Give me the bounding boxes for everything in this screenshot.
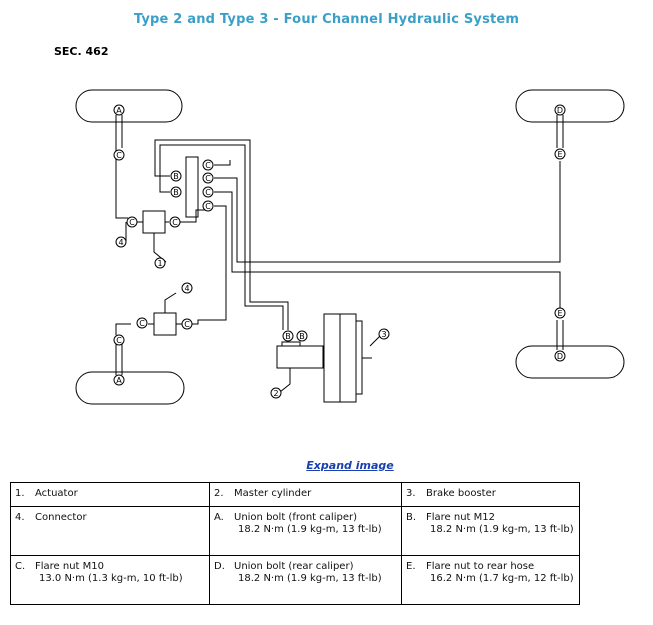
callout-C-actuator-2: C — [202, 172, 214, 184]
svg-text:E: E — [557, 150, 562, 159]
callout-3: 3 — [378, 328, 390, 340]
svg-text:1: 1 — [157, 259, 162, 268]
callout-2: 2 — [270, 387, 282, 399]
callout-1: 1 — [154, 257, 166, 269]
callout-C-rear: C — [113, 334, 125, 346]
callout-C-actuator-3: C — [202, 186, 214, 198]
expand-image-link[interactable]: Expand image — [306, 459, 394, 472]
callout-A-front: A — [113, 104, 125, 116]
callout-C-lower-right: C — [181, 318, 193, 330]
actuator-block — [185, 156, 199, 218]
hydraulic-diagram: A C C C 4 1 B B — [75, 89, 625, 405]
svg-text:4: 4 — [118, 238, 123, 247]
callout-B-actuator-1: B — [170, 170, 182, 182]
svg-text:A: A — [116, 106, 122, 115]
legend-row: 4.Connector A.Union bolt (front caliper)… — [10, 506, 580, 556]
rear-left-wheel — [75, 371, 185, 405]
front-left-wheel — [75, 89, 183, 123]
svg-text:C: C — [139, 319, 145, 328]
svg-text:B: B — [173, 188, 179, 197]
svg-text:C: C — [116, 336, 122, 345]
svg-text:4: 4 — [184, 284, 189, 293]
svg-text:B: B — [285, 332, 291, 341]
legend-cell: D.Union bolt (rear caliper)18.2 N·m (1.9… — [209, 555, 402, 605]
svg-text:C: C — [205, 188, 211, 197]
callout-C-front: C — [113, 149, 125, 161]
callout-C-actuator-1: C — [202, 159, 214, 171]
svg-text:A: A — [116, 376, 122, 385]
svg-text:D: D — [557, 106, 563, 115]
legend-cell: 1.Actuator — [10, 482, 210, 507]
rear-right-wheel — [515, 345, 625, 379]
callout-A-rear: A — [113, 374, 125, 386]
callout-B-master-2: B — [296, 330, 308, 342]
callout-B-actuator-2: B — [170, 186, 182, 198]
connector-lower — [153, 312, 177, 336]
callout-D-rear: D — [554, 350, 566, 362]
legend-cell: A.Union bolt (front caliper)18.2 N·m (1.… — [209, 506, 402, 556]
callout-E-rear: E — [554, 307, 566, 319]
callout-C-lower-left: C — [136, 317, 148, 329]
front-right-wheel — [515, 89, 625, 123]
callout-4-lower: 4 — [181, 282, 193, 294]
svg-text:C: C — [205, 202, 211, 211]
master-cylinder — [276, 345, 324, 369]
svg-text:C: C — [205, 161, 211, 170]
svg-text:2: 2 — [273, 389, 278, 398]
svg-text:3: 3 — [381, 330, 386, 339]
svg-text:B: B — [173, 172, 179, 181]
callout-B-master-1: B — [282, 330, 294, 342]
legend-cell: 2.Master cylinder — [209, 482, 402, 507]
callout-C-actuator-4: C — [202, 200, 214, 212]
svg-text:C: C — [129, 218, 135, 227]
legend-table: 1.Actuator 2.Master cylinder 3.Brake boo… — [10, 482, 580, 605]
callout-4-upper: 4 — [115, 236, 127, 248]
svg-text:E: E — [557, 309, 562, 318]
legend-row: 1.Actuator 2.Master cylinder 3.Brake boo… — [10, 482, 580, 507]
connector-upper — [142, 210, 166, 234]
callout-D-front: D — [554, 104, 566, 116]
callout-C-connector-right: C — [169, 216, 181, 228]
svg-text:C: C — [172, 218, 178, 227]
svg-text:B: B — [299, 332, 305, 341]
section-number: SEC. 462 — [54, 45, 109, 58]
svg-text:D: D — [557, 352, 563, 361]
page-title: Type 2 and Type 3 - Four Channel Hydraul… — [133, 12, 520, 27]
legend-cell: 3.Brake booster — [401, 482, 580, 507]
svg-text:C: C — [184, 320, 190, 329]
svg-text:C: C — [205, 174, 211, 183]
legend-cell: 4.Connector — [10, 506, 210, 556]
svg-text:C: C — [116, 151, 122, 160]
callout-E-front: E — [554, 148, 566, 160]
callout-C-connector-left: C — [126, 216, 138, 228]
